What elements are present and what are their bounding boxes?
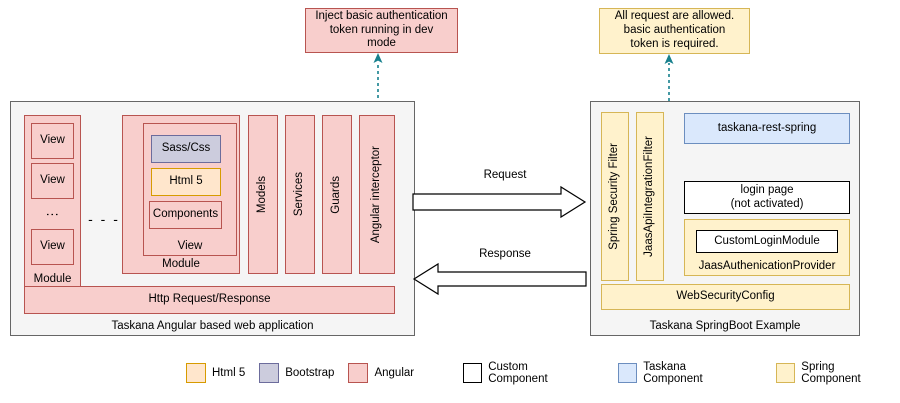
sass-css-label: Sass/Css bbox=[161, 142, 211, 155]
module-b-view-label: View bbox=[177, 240, 203, 252]
note-all-requests-allowed: All request are allowed. basic authentic… bbox=[599, 8, 750, 54]
sass-css-box[interactable]: Sass/Css bbox=[151, 135, 221, 163]
response-arrow bbox=[412, 262, 587, 296]
legend-right: Custom Component Taskana Component Sprin… bbox=[463, 361, 893, 385]
guards-label: Guards bbox=[330, 175, 343, 214]
module-a-view-2[interactable]: View bbox=[31, 163, 74, 199]
legend-item-spring-component: Spring Component bbox=[776, 361, 893, 385]
web-security-config-label: WebSecurityConfig bbox=[676, 290, 775, 303]
legend-swatch-spring-component bbox=[776, 363, 796, 383]
login-page-line2: (not activated) bbox=[730, 197, 804, 210]
module-a-label: Module bbox=[33, 273, 72, 285]
components-label: Components bbox=[152, 208, 219, 221]
legend-item-bootstrap: Bootstrap bbox=[259, 363, 334, 383]
note-right-line1: All request are allowed. bbox=[614, 10, 735, 23]
legend-left: Html 5 Bootstrap Angular bbox=[186, 362, 421, 384]
legend-item-custom-component: Custom Component bbox=[463, 361, 586, 385]
module-a-view-1[interactable]: View bbox=[31, 123, 74, 159]
login-page-line1: login page bbox=[740, 183, 794, 196]
guards-column[interactable]: Guards bbox=[322, 115, 352, 274]
legend-label-angular: Angular bbox=[374, 367, 415, 379]
ellipsis-glyph: ⋮ bbox=[45, 207, 60, 222]
jaas-api-integration-filter-label: JaasApiIntegrationFilter bbox=[643, 136, 656, 257]
note-left-line1: Inject basic authentication bbox=[315, 9, 448, 22]
legend-swatch-taskana-component bbox=[618, 363, 638, 383]
taskana-rest-spring-label: taskana-rest-spring bbox=[717, 121, 817, 134]
http-request-response-bar[interactable]: Http Request/Response bbox=[24, 286, 395, 314]
legend-swatch-bootstrap bbox=[259, 363, 280, 383]
note-right-line2: basic authentication bbox=[623, 24, 726, 37]
custom-login-module-label: CustomLoginModule bbox=[714, 234, 820, 247]
jaas-api-integration-filter[interactable]: JaasApiIntegrationFilter bbox=[636, 112, 664, 281]
web-security-config[interactable]: WebSecurityConfig bbox=[601, 284, 850, 310]
legend-label-custom-component: Custom Component bbox=[488, 361, 548, 385]
legend-item-taskana-component: Taskana Component bbox=[618, 361, 744, 385]
note-left-line2: token running in dev bbox=[329, 23, 434, 36]
legend-label-html5: Html 5 bbox=[212, 367, 246, 379]
request-arrow bbox=[412, 185, 587, 219]
services-label: Services bbox=[293, 172, 306, 217]
components-box[interactable]: Components bbox=[149, 201, 222, 229]
view-label: View bbox=[40, 240, 65, 253]
note-inject-basic-auth: Inject basic authentication token runnin… bbox=[305, 8, 458, 53]
request-label: Request bbox=[483, 168, 527, 181]
spring-security-filter-label: Spring Security Filter bbox=[608, 143, 621, 250]
response-label: Response bbox=[479, 247, 531, 260]
taskana-rest-spring[interactable]: taskana-rest-spring bbox=[684, 113, 850, 144]
custom-login-module[interactable]: CustomLoginModule bbox=[696, 230, 838, 253]
legend-label-bootstrap: Bootstrap bbox=[285, 367, 335, 379]
http-bar-label: Http Request/Response bbox=[148, 293, 271, 306]
legend-swatch-custom-component bbox=[463, 363, 483, 383]
legend-swatch-angular bbox=[348, 363, 369, 383]
login-page-box[interactable]: login page (not activated) bbox=[684, 181, 850, 214]
client-container-label: Taskana Angular based web application bbox=[111, 320, 314, 332]
view-label: View bbox=[40, 174, 65, 187]
separator-glyph: - - - bbox=[88, 210, 120, 227]
legend-swatch-html5 bbox=[186, 363, 206, 383]
legend-item-angular: Angular bbox=[348, 363, 414, 383]
html5-label: Html 5 bbox=[169, 175, 203, 188]
services-column[interactable]: Services bbox=[285, 115, 315, 274]
module-a-vertical-ellipsis: ⋮ bbox=[31, 202, 74, 227]
spring-security-filter[interactable]: Spring Security Filter bbox=[601, 112, 629, 281]
legend-item-html5: Html 5 bbox=[186, 363, 245, 383]
note-left-line3: mode bbox=[367, 37, 396, 50]
modules-separator-dots: - - - bbox=[88, 210, 120, 227]
server-container-label: Taskana SpringBoot Example bbox=[649, 320, 801, 332]
legend-label-taskana-component: Taskana Component bbox=[643, 361, 703, 385]
html5-box[interactable]: Html 5 bbox=[151, 168, 221, 196]
module-a-view-3[interactable]: View bbox=[31, 229, 74, 265]
view-label: View bbox=[40, 134, 65, 147]
angular-interceptor-label: Angular interceptor bbox=[370, 145, 383, 244]
module-b-label: Module bbox=[162, 258, 200, 270]
angular-interceptor-column[interactable]: Angular interceptor bbox=[359, 115, 395, 274]
models-label: Models bbox=[256, 175, 269, 214]
note-right-line3: token is required. bbox=[630, 37, 719, 50]
models-column[interactable]: Models bbox=[248, 115, 278, 274]
legend-label-spring-component: Spring Component bbox=[801, 361, 861, 385]
jaas-provider-label: JaasAuthenicationProvider bbox=[698, 260, 836, 272]
